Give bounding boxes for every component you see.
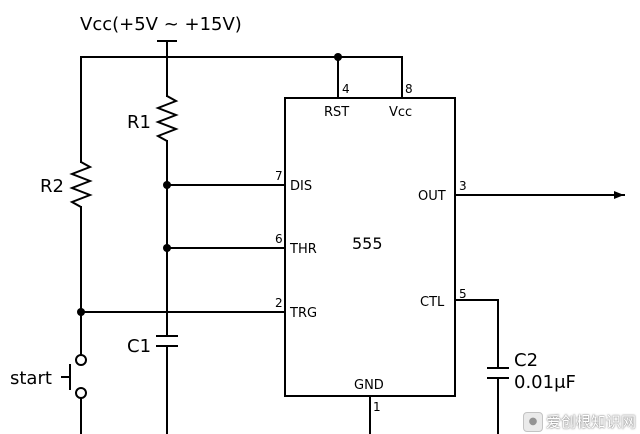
- wire-ctl: [454, 299, 499, 367]
- switch-contact-top: [75, 354, 87, 366]
- pin-label-trg: TRG: [289, 306, 317, 321]
- pin-label-ctl: CTL: [420, 295, 445, 310]
- pin-number-thr: 6: [275, 232, 283, 246]
- r2-label: R2: [40, 176, 64, 197]
- pin-label-vcc: Vcc: [389, 105, 412, 120]
- pin-number-rst: 4: [342, 82, 350, 96]
- pin-label-gnd: GND: [354, 378, 384, 393]
- switch-contact-bottom: [75, 387, 87, 399]
- pin-number-out: 3: [459, 179, 467, 193]
- start-switch-label: start: [10, 368, 52, 389]
- pin-label-rst: RST: [324, 105, 349, 120]
- watermark-text: 爱创根知识网: [545, 413, 636, 431]
- r1-label: R1: [127, 112, 151, 133]
- supply-label: Vcc(+5V ~ +15V): [80, 14, 242, 35]
- pin-number-vcc: 8: [405, 82, 413, 96]
- pin-number-dis: 7: [275, 169, 283, 183]
- chip-555-name: 555: [352, 234, 383, 253]
- c2-value: 0.01μF: [514, 372, 576, 393]
- pin-label-dis: DIS: [290, 179, 312, 194]
- c1-label: C1: [127, 336, 151, 357]
- resistor-r2: [69, 161, 93, 208]
- c2-label: C2: [514, 350, 538, 371]
- pin-label-out: OUT: [418, 189, 446, 204]
- pin-number-gnd: 1: [373, 400, 381, 414]
- resistor-r1: [155, 95, 179, 142]
- watermark: ● 爱创根知识网: [522, 411, 636, 432]
- watermark-logo-icon: ●: [522, 411, 543, 432]
- pin-number-ctl: 5: [459, 287, 467, 301]
- pin-label-thr: THR: [289, 242, 317, 257]
- pin-number-trg: 2: [275, 296, 283, 310]
